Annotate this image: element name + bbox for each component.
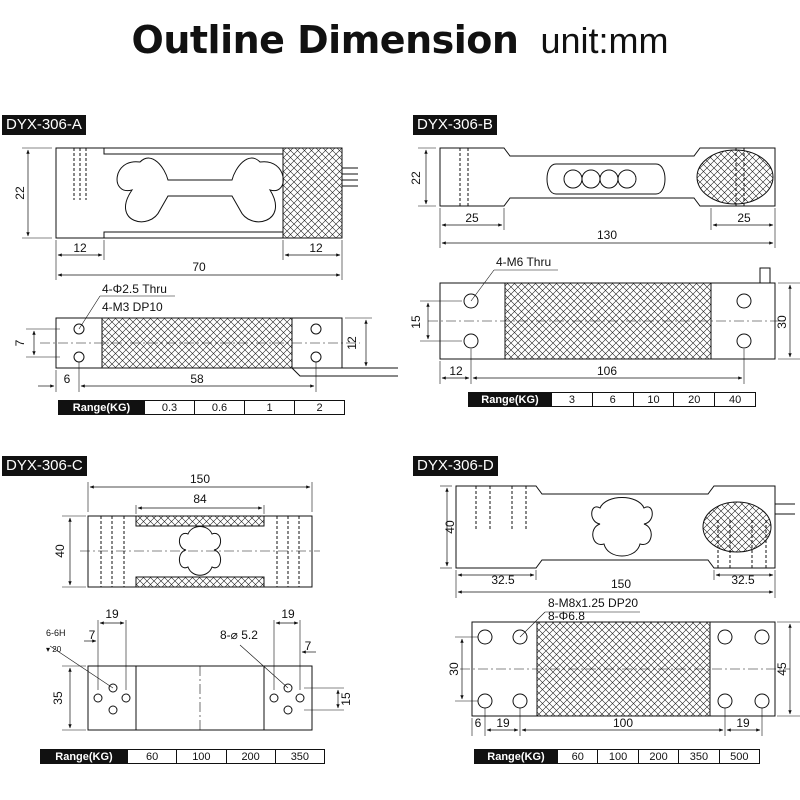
dim-d-left-span: 19: [496, 716, 510, 730]
hatched-block-b: [696, 149, 774, 205]
dim-d-left-block: 32.5: [491, 573, 515, 587]
dim-d-hole-span: 100: [613, 716, 633, 730]
bone-cutout-a: [116, 157, 284, 223]
dim-d-right-block: 32.5: [731, 573, 755, 587]
unit-label: unit:mm: [540, 20, 669, 61]
range-cell: 0.3: [144, 401, 194, 414]
dim-d-length: 150: [611, 577, 631, 591]
dim-b-hole-height: 15: [409, 315, 423, 329]
page-header: Outline Dimension unit:mm: [0, 18, 800, 62]
dim-a-hole-span: 58: [190, 372, 204, 386]
range-cell: 1: [244, 401, 294, 414]
range-label: Range(KG): [59, 401, 144, 414]
dim-b-height: 22: [409, 171, 423, 185]
dim-b-hole-span: 106: [597, 364, 617, 378]
hatched-block-a: [282, 147, 343, 239]
dim-b-length: 130: [597, 228, 617, 242]
dim-d-right-span: 19: [736, 716, 750, 730]
range-cell: 500: [718, 750, 759, 763]
panel-d-side-view: [440, 485, 795, 598]
range-cell: 2: [294, 401, 344, 414]
range-table-c: Range(KG) 60 100 200 350: [40, 749, 325, 764]
clover-cutout-d: [591, 497, 653, 557]
dim-d-width: 45: [775, 662, 789, 676]
range-label: Range(KG): [469, 393, 551, 406]
dim-c-right-offset: 19: [281, 607, 295, 621]
dim-c-recess: 84: [193, 492, 207, 506]
dim-a-length: 70: [192, 260, 206, 274]
dim-c-height: 40: [53, 544, 67, 558]
dim-c-hole-height: 15: [339, 692, 353, 706]
range-cell: 100: [176, 750, 225, 763]
range-cell: 40: [714, 393, 755, 406]
note-b-thread: 4-M6 Thru: [496, 255, 551, 269]
range-cell: 350: [274, 750, 324, 763]
dim-c-left-gap: 7: [89, 628, 96, 642]
model-tag-c: DYX-306-C: [2, 456, 87, 476]
range-label: Range(KG): [41, 750, 127, 763]
note-d-drill: 8-Φ6.8: [548, 609, 585, 623]
range-label: Range(KG): [475, 750, 557, 763]
dim-a-right-block: 12: [309, 241, 323, 255]
range-cell: 0.6: [194, 401, 244, 414]
dim-b-left-block: 25: [465, 211, 479, 225]
dim-b-width: 30: [775, 315, 789, 329]
panel-b-side-view: [418, 147, 776, 248]
note-c-thread: 6-6H: [46, 628, 66, 638]
dim-d-height: 40: [443, 520, 457, 534]
range-cell: 200: [637, 750, 678, 763]
dim-d-hole-offset: 6: [475, 716, 482, 730]
dim-c-left-offset: 19: [105, 607, 119, 621]
dim-a-left-block: 12: [73, 241, 87, 255]
dim-a-width: 12: [345, 336, 359, 350]
dim-a-hole-height: 7: [13, 339, 27, 346]
dim-c-right-gap: 7: [305, 639, 312, 653]
slot-cutout-b: [546, 163, 666, 195]
range-cell: 6: [591, 393, 633, 406]
panel-a-top-view: [26, 295, 398, 392]
panel-c-side-view: [62, 482, 320, 588]
dim-a-height: 22: [13, 186, 27, 200]
clover-cutout-c: [179, 526, 221, 576]
note-d-thread: 8-M8x1.25 DP20: [548, 596, 638, 610]
range-cell: 60: [557, 750, 597, 763]
note-c-depth: ▾ 20: [46, 645, 62, 654]
dim-b-hole-offset: 12: [449, 364, 463, 378]
range-table-d: Range(KG) 60 100 200 350 500: [474, 749, 760, 764]
dim-d-hole-height: 30: [447, 662, 461, 676]
panel-d-top-view: [455, 611, 800, 736]
range-table-a: Range(KG) 0.3 0.6 1 2: [58, 400, 345, 415]
dim-c-length: 150: [190, 472, 210, 486]
range-cell: 10: [632, 393, 674, 406]
range-cell: 350: [678, 750, 718, 763]
range-cell: 60: [127, 750, 176, 763]
hatched-block-d: [702, 501, 772, 553]
model-tag-b: DYX-306-B: [413, 115, 497, 135]
panel-c-top-view: [49, 620, 344, 731]
note-a-thru: 4-Φ2.5 Thru: [102, 282, 167, 296]
note-a-thread: 4-M3 DP10: [102, 300, 163, 314]
model-tag-a: DYX-306-A: [2, 115, 86, 135]
range-cell: 100: [597, 750, 637, 763]
panel-b-top-view: [420, 267, 800, 384]
range-cell: 3: [551, 393, 592, 406]
range-table-b: Range(KG) 3 6 10 20 40: [468, 392, 756, 407]
dim-c-width: 35: [51, 691, 65, 705]
model-tag-d: DYX-306-D: [413, 456, 498, 476]
page-title: Outline Dimension: [131, 18, 519, 62]
dim-a-hole-offset: 6: [64, 372, 71, 386]
panel-a-side-view: [22, 147, 358, 280]
range-cell: 20: [673, 393, 714, 406]
dim-b-right-block: 25: [737, 211, 751, 225]
range-cell: 200: [225, 750, 275, 763]
note-c-holes: 8-⌀ 5.2: [220, 628, 258, 642]
